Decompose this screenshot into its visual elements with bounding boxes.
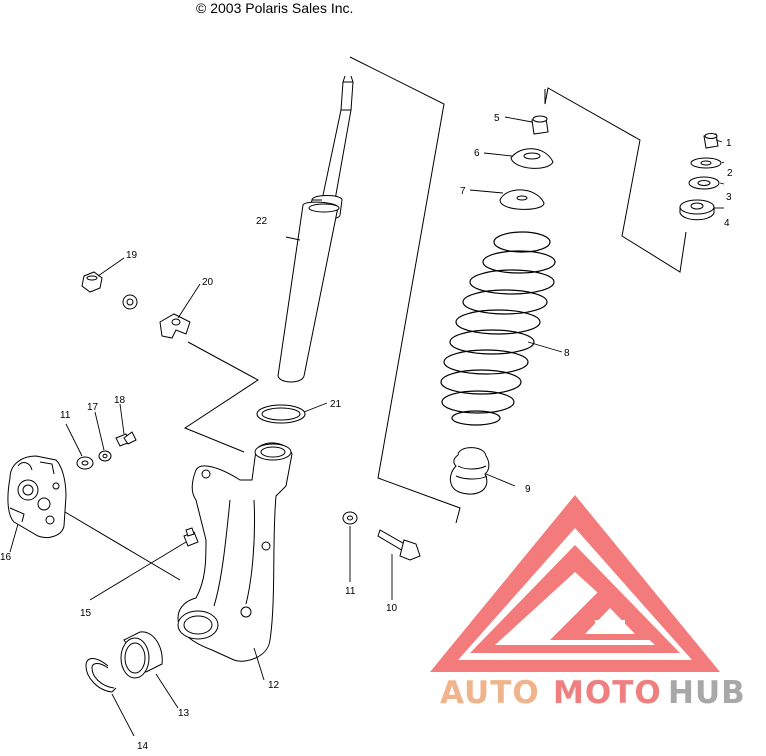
brake-caliper <box>7 455 67 539</box>
watermark-hub: HUB <box>668 675 746 711</box>
callout-12: 12 <box>268 680 280 691</box>
washer-19b <box>122 294 138 310</box>
watermark-text: AUTO MOTO HUB <box>440 675 746 711</box>
bolt-15 <box>183 527 199 547</box>
bolt-18 <box>115 431 137 447</box>
callout-16: 16 <box>0 552 12 563</box>
watermark-auto: AUTO <box>440 675 540 711</box>
shock-absorber <box>277 75 354 383</box>
callout-1: 1 <box>726 138 732 149</box>
washer-17 <box>98 450 112 462</box>
assembly-lines <box>64 56 687 581</box>
coil-spring <box>440 231 556 426</box>
callout-8: 8 <box>564 348 570 359</box>
callout-5: 5 <box>494 113 500 124</box>
washer-3 <box>688 176 720 190</box>
bearing-13 <box>120 631 163 679</box>
nut-1 <box>703 133 719 149</box>
callout-13: 13 <box>178 708 190 719</box>
spring-retainer-6 <box>510 148 554 169</box>
top-nut-5 <box>531 115 549 135</box>
bushing-4 <box>679 199 715 221</box>
callout-3: 3 <box>726 192 732 203</box>
snap-ring-14 <box>85 658 117 693</box>
callout-21: 21 <box>330 399 342 410</box>
callout-6: 6 <box>474 148 480 159</box>
washer-11-left <box>76 456 94 470</box>
callout-9: 9 <box>525 484 531 495</box>
copyright-notice: © 2003 Polaris Sales Inc. <box>196 0 354 16</box>
callout-15: 15 <box>80 608 92 619</box>
bump-stop <box>449 447 490 495</box>
callout-17: 17 <box>87 402 99 413</box>
callout-11-right: 11 <box>345 586 356 597</box>
washer-11-right <box>342 511 358 525</box>
washer-2 <box>690 157 722 169</box>
leader-lines <box>9 116 725 737</box>
steering-knuckle <box>177 442 293 662</box>
callout-19: 19 <box>126 250 138 261</box>
nut-19 <box>81 271 103 293</box>
callout-4: 4 <box>724 218 730 229</box>
bolt-10 <box>377 529 421 561</box>
watermark-logo <box>430 495 720 672</box>
callout-2: 2 <box>727 168 733 179</box>
watermark-moto: MOTO <box>553 675 662 711</box>
clip-20 <box>159 313 191 339</box>
callout-22: 22 <box>256 216 268 227</box>
seal-ring-21 <box>256 404 306 424</box>
spring-seat-7 <box>499 189 545 210</box>
callout-10: 10 <box>386 603 398 614</box>
callout-14: 14 <box>137 741 149 751</box>
callout-18: 18 <box>114 395 126 406</box>
callout-labels: 1 2 3 4 5 6 7 8 9 10 11 12 13 14 15 16 1… <box>0 113 733 752</box>
callout-20: 20 <box>202 277 214 288</box>
callout-7: 7 <box>460 186 466 197</box>
callout-11-left: 11 <box>60 410 71 421</box>
